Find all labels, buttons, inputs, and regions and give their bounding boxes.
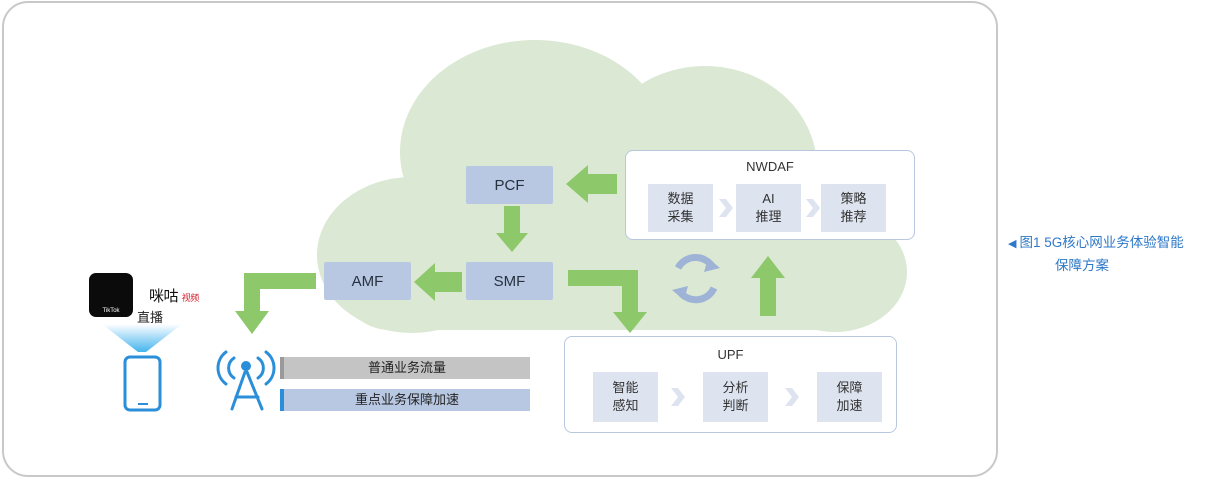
nwdaf-title: NWDAF: [746, 159, 794, 174]
step-label: 推荐: [840, 209, 867, 224]
arrow-smf-to-upf: [568, 270, 647, 333]
chevron-right-icon: [806, 199, 820, 217]
upf-step-analysis: 分析 判断: [703, 372, 768, 422]
triangle-left-icon: ◀: [1008, 238, 1017, 250]
step-label: 智能: [612, 380, 639, 395]
chevron-right-icon: [785, 388, 799, 406]
upf-step-acceleration: 保障 加速: [817, 372, 882, 422]
figure-caption: ◀图1 5G核心网业务体验智能 保障方案: [1008, 232, 1227, 277]
caption-line-1: 图1 5G核心网业务体验智能: [1019, 235, 1184, 250]
live-streaming-label: 直播: [137, 310, 164, 325]
step-label: 感知: [612, 398, 639, 413]
migu-logo: 咪咕 视频: [149, 285, 199, 306]
tower-antenna-dot: [241, 361, 251, 371]
signal-beam: [102, 324, 182, 352]
nwdaf-step-data-collection: 数据 采集: [648, 184, 713, 232]
migu-logo-text: 咪咕: [149, 288, 179, 305]
tiktok-logo-text: TikTok: [102, 308, 120, 314]
upf-step-sensing: 智能 感知: [593, 372, 658, 422]
step-label: 策略: [840, 191, 867, 206]
upf-title: UPF: [717, 347, 744, 362]
step-label: 判断: [722, 398, 749, 413]
step-label: 保障: [836, 380, 863, 395]
traffic-bar-priority-shape: [280, 389, 530, 411]
step-label: 加速: [836, 398, 863, 413]
nwdaf-step-ai-inference: AI 推理: [736, 184, 801, 232]
migu-logo-sub: 视频: [181, 293, 200, 303]
traffic-bar-normal-shape: [280, 357, 530, 379]
arrow-smf-to-amf: [414, 263, 462, 301]
tower-icon: [216, 350, 276, 411]
step-label: 分析: [722, 380, 749, 395]
step-label: 推理: [755, 209, 782, 224]
arrow-nwdaf-to-pcf: [566, 165, 617, 203]
arrow-pcf-to-smf: [496, 206, 528, 252]
amf-node: AMF: [324, 262, 411, 300]
chevron-right-icon: [719, 199, 733, 217]
chevron-right-icon: [671, 388, 685, 406]
step-label: 采集: [667, 209, 694, 224]
step-label: AI: [762, 191, 775, 206]
caption-line-2: 保障方案: [1055, 258, 1109, 273]
arrow-amf-to-tower: [235, 273, 316, 334]
arrow-upf-to-nwdaf: [751, 256, 785, 316]
upf-panel: UPF 智能 感知 分析 判断 保障 加速: [564, 336, 897, 433]
step-label: 数据: [667, 191, 694, 206]
phone-icon: [123, 355, 162, 412]
nwdaf-panel: NWDAF 数据 采集 AI 推理 策略 推荐: [625, 150, 915, 240]
nwdaf-step-policy-recommend: 策略 推荐: [821, 184, 886, 232]
traffic-normal-label: 普通业务流量: [367, 360, 446, 375]
traffic-priority-label: 重点业务保障加速: [354, 392, 459, 407]
smf-node: SMF: [466, 262, 553, 300]
tiktok-logo: TikTok: [89, 273, 133, 317]
pcf-node: PCF: [466, 166, 553, 204]
